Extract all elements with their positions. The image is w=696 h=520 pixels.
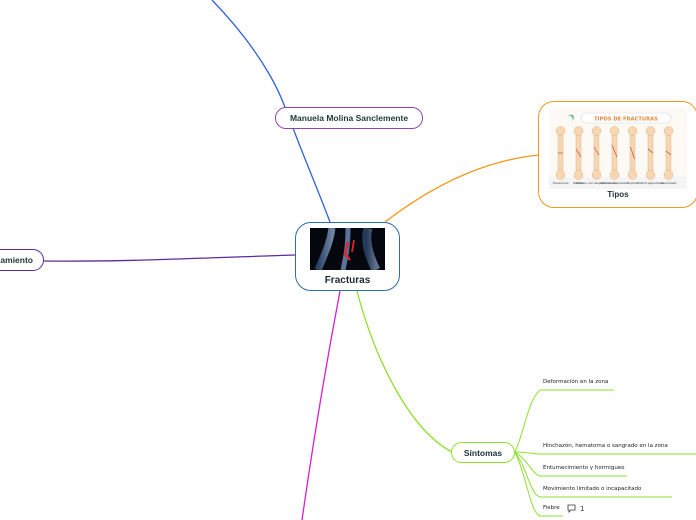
sintoma-item[interactable]: Movimiento limitado o incapacitado [543,486,642,492]
comment-count: 1 [580,504,585,513]
sintomas-leaf-lines [514,389,696,517]
tipos-topic-label: Tipos [607,190,629,199]
author-branch-line [211,0,291,126]
tratamiento-topic[interactable]: amiento [0,249,44,271]
sintomas-topic[interactable]: Síntomas [451,442,515,463]
bone-label: Transversa [553,181,569,185]
bone-label: Oblicua con desplazamiento [576,181,617,185]
sintoma-item[interactable]: Entumecimiento y hormigueo [543,465,625,471]
sintoma-item[interactable]: Fiebre [543,505,560,511]
fracture-logo-icon [567,114,574,123]
bone-label: Conminuta [661,181,677,185]
fracture-types-image: TIPOS DE FRACTURAS [549,107,687,189]
sintomas-topic-label: Síntomas [463,447,503,458]
sintoma-item[interactable]: Deformación en la zona [543,379,609,385]
bone-label: Espiral [628,181,638,185]
bone-label: Multi-fragmentada [637,181,665,185]
fracture-image-title: TIPOS DE FRACTURAS [594,117,658,123]
comment-indicator[interactable]: 1 [567,504,584,513]
central-topic[interactable]: Fracturas [295,222,400,291]
author-topic[interactable]: Manuela Molina Sanclemente [275,107,423,129]
author-to-central-line [292,127,331,223]
sintomas-branch-line [356,290,453,453]
tratamiento-branch-line [43,254,296,262]
bone-label: Oblicua [573,181,584,185]
tipos-branch-line [384,154,540,223]
bone-label: Oblicua desplazada [600,181,629,185]
comment-icon [567,504,576,513]
magenta-branch-line [301,290,341,520]
xray-bone-image [310,228,385,270]
tratamiento-topic-label: amiento [0,255,33,265]
central-topic-label: Fracturas [324,275,371,286]
sintoma-item[interactable]: Hinchazón, hematoma o sangrado en la zon… [543,443,668,449]
tipos-topic[interactable]: TIPOS DE FRACTURAS [538,101,696,208]
author-topic-label: Manuela Molina Sanclemente [289,113,409,123]
